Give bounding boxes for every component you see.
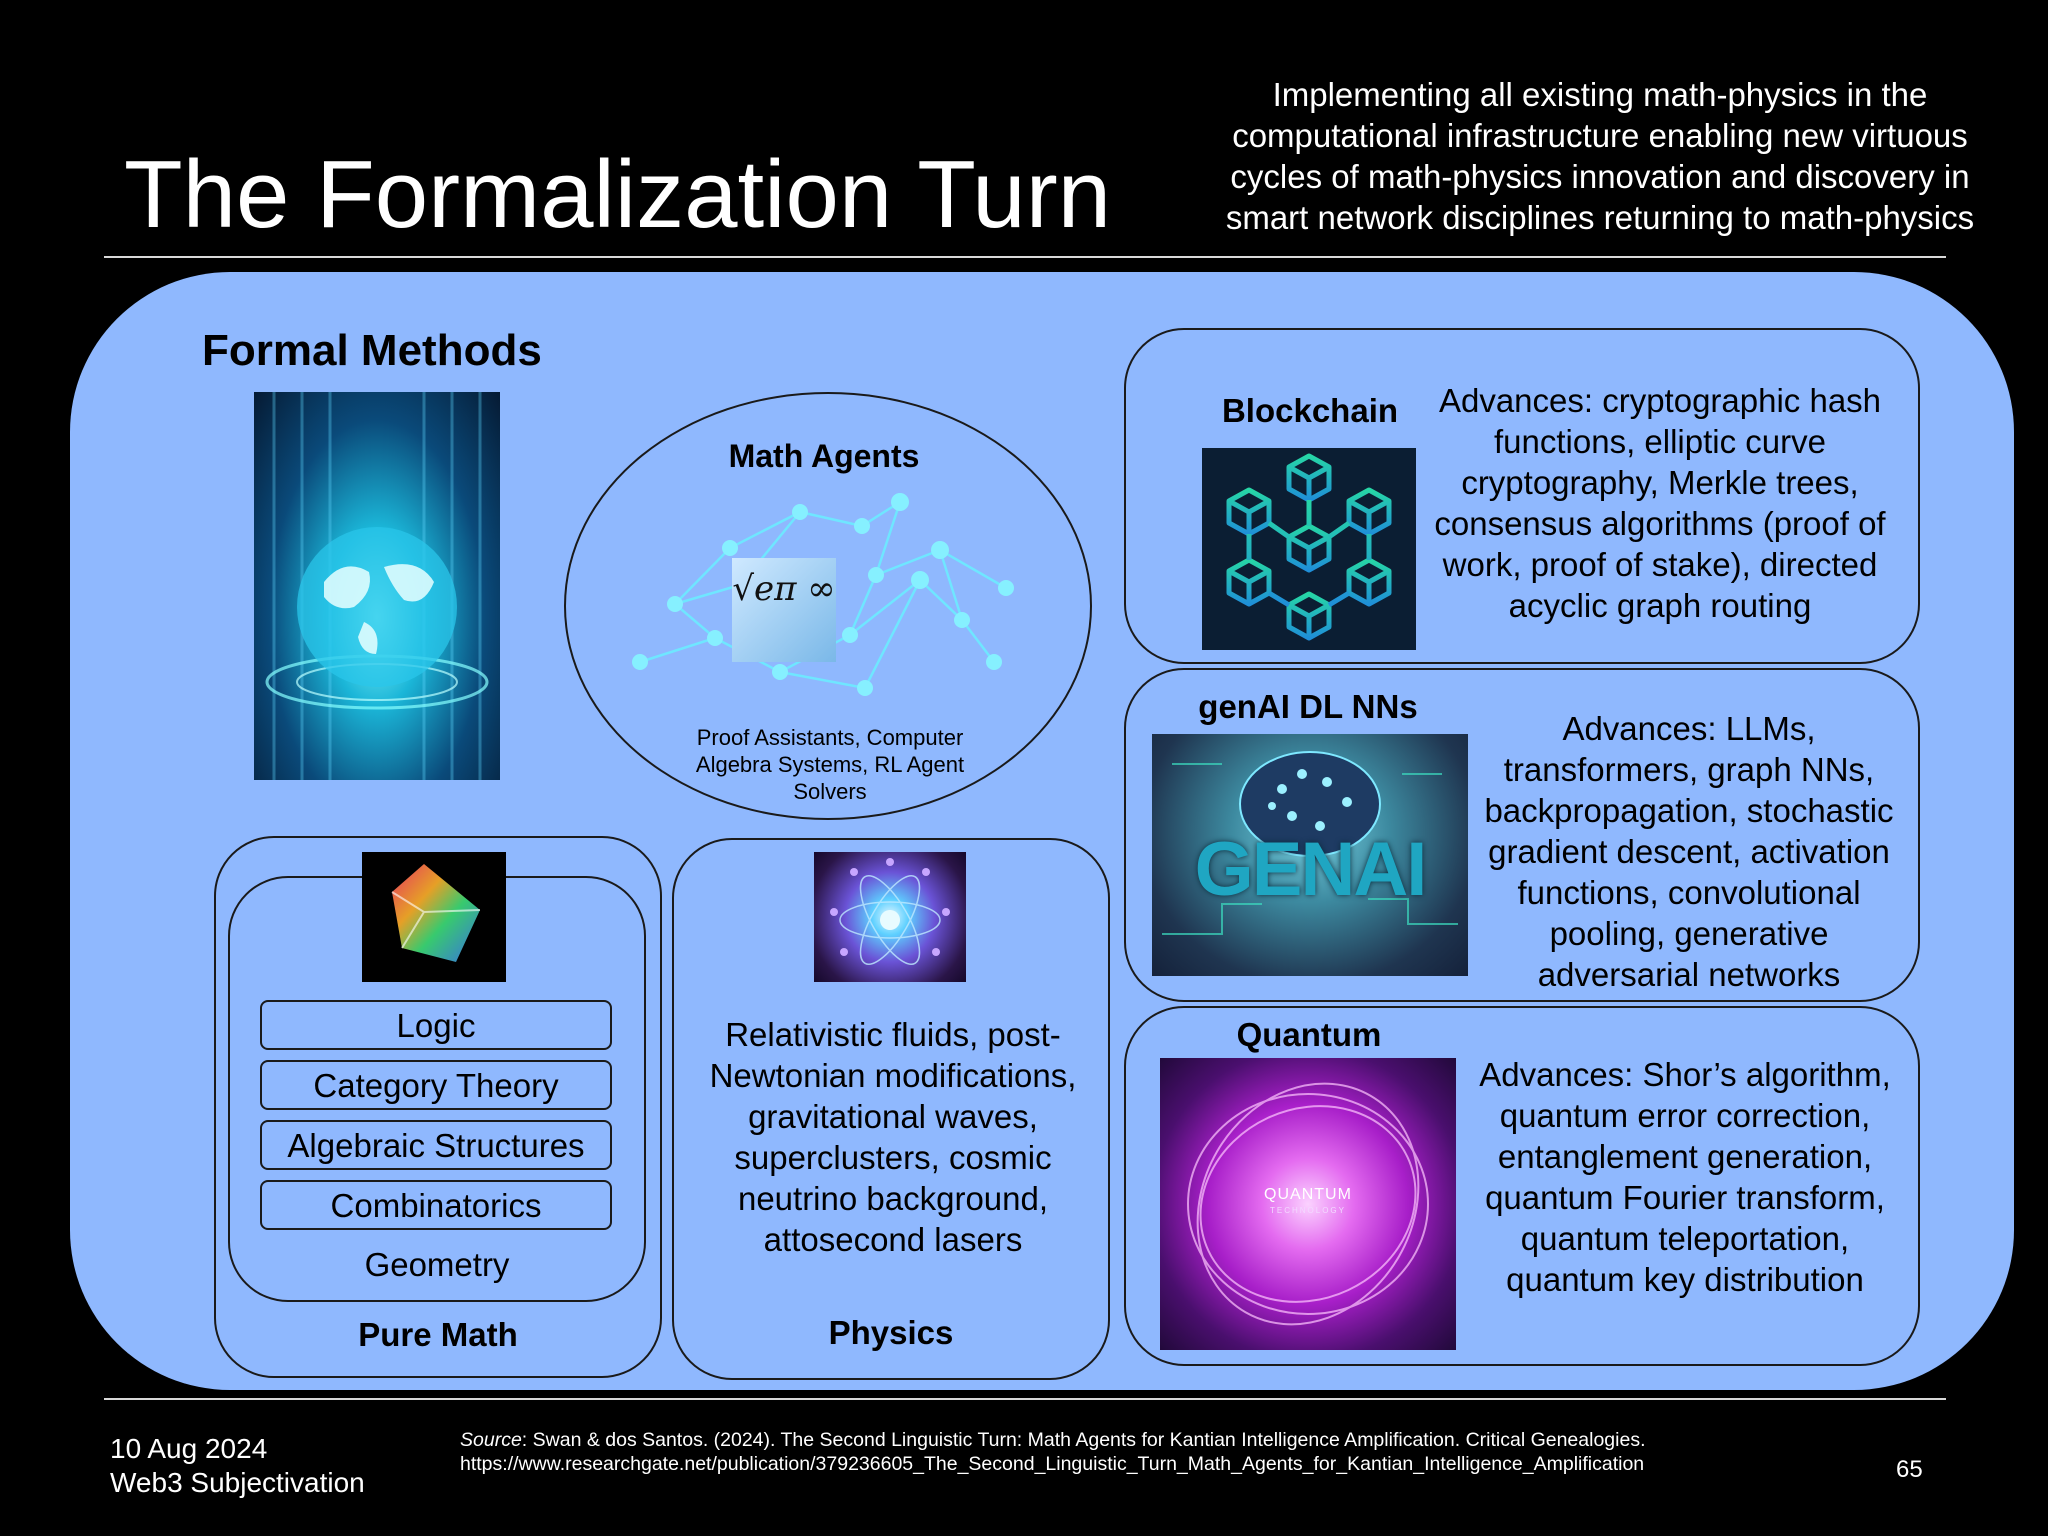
prism-image [362, 852, 506, 982]
pure-math-item-geometry: Geometry [364, 1246, 510, 1283]
pure-math-label: Pure Math [358, 1316, 518, 1353]
physics-description: Relativistic fluids, post-Newtonian modi… [709, 1016, 1077, 1258]
formal-methods-heading: Formal Methods [202, 326, 542, 375]
source-url: https://www.researchgate.net/publication… [460, 1453, 1645, 1475]
source-citation: Source: Swan & dos Santos. (2024). The S… [460, 1428, 1645, 1476]
top-divider [104, 256, 1946, 258]
physics-label: Physics [828, 1314, 954, 1351]
blockchain-box [1124, 328, 1920, 664]
quantum-sphere-image: QUANTUM TECHNOLOGY [1160, 1058, 1456, 1350]
genai-box [1124, 668, 1920, 1002]
bottom-divider [104, 1398, 1946, 1400]
source-text: : Swan & dos Santos. (2024). The Second … [521, 1429, 1646, 1451]
quantum-box [1124, 1006, 1920, 1366]
agent-network-graph [632, 493, 1014, 696]
atom-image [814, 852, 966, 982]
pure-math-item-algebraic-structures: Algebraic Structures [260, 1120, 612, 1170]
math-symbols-text: √eπ ∞ [732, 569, 836, 609]
pure-math-item-logic: Logic [260, 1000, 612, 1050]
pure-math-outer-box [214, 836, 662, 1378]
genai-image-text: GENAI [1194, 827, 1428, 912]
physics-box [672, 838, 1110, 1380]
page-number: 65 [1896, 1456, 1923, 1483]
math-agents-description: Proof Assistants, Computer Algebra Syste… [695, 725, 965, 804]
genai-description: Advances: LLMs, transformers, graph NNs,… [1484, 710, 1894, 993]
quantum-image-subtext: TECHNOLOGY [1269, 1206, 1346, 1215]
genai-label: genAI DL NNs [1198, 688, 1418, 725]
math-agents-ellipse [564, 392, 1092, 820]
footer-name: Web3 Subjectivation [110, 1467, 365, 1498]
source-label: Source [460, 1429, 522, 1451]
math-symbols-image: √eπ ∞ [732, 558, 836, 662]
slide-subtitle: Implementing all existing math-physics i… [1225, 76, 1975, 236]
genai-brain-image: GENAI [1152, 734, 1468, 976]
blockchain-label: Blockchain [1221, 392, 1399, 429]
math-agents-title: Math Agents [728, 438, 920, 474]
pure-math-item-category-theory: Category Theory [260, 1060, 612, 1110]
footer-date: 10 Aug 2024 [110, 1433, 268, 1464]
slide-title: The Formalization Turn [124, 141, 1112, 248]
blockchain-cubes-image [1202, 448, 1416, 650]
quantum-label: Quantum [1236, 1016, 1382, 1053]
quantum-description: Advances: Shor’s algorithm, quantum erro… [1479, 1056, 1891, 1298]
digital-globe-image [254, 392, 500, 780]
quantum-image-text: QUANTUM [1264, 1186, 1352, 1203]
pure-math-item-combinatorics: Combinatorics [260, 1180, 612, 1230]
blockchain-description: Advances: cryptographic hash functions, … [1434, 382, 1886, 624]
